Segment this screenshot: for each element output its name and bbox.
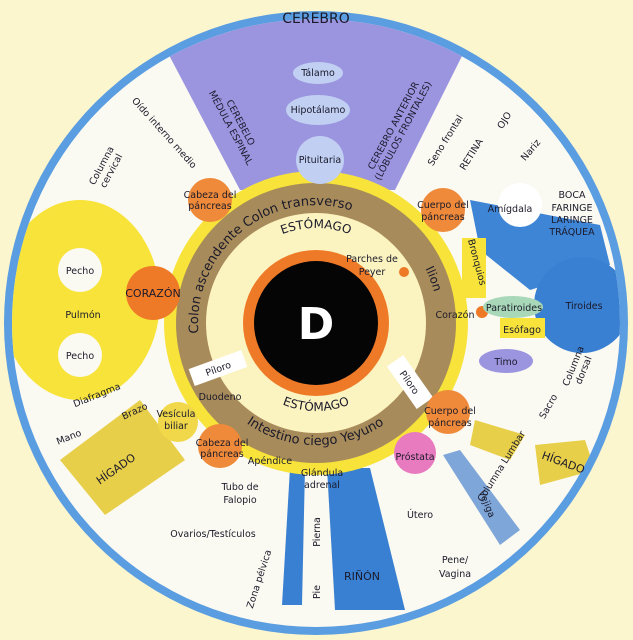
cabeza-pancreas-bot-label-2: páncreas [200, 449, 243, 460]
paratiroides-label: Paratiroides [486, 303, 542, 314]
cuerpo-pancreas-top-label: Cuerpo del [417, 200, 469, 211]
cuerpo-pancreas-top-shape [421, 188, 465, 232]
cuerpo-pancreas-bot-shape [426, 390, 470, 434]
peyer-label: Peyer [359, 267, 386, 278]
higado-left-shape [60, 400, 185, 515]
glandula-label: Glándula [301, 468, 343, 479]
faringe-label: FARINGE [552, 203, 593, 214]
pecho-bottom-shape [58, 333, 102, 377]
cuerpo-pancreas-bot-label: Cuerpo del [424, 406, 476, 417]
liver-rect [470, 420, 525, 460]
timo-shape [479, 349, 533, 373]
laringe-label: LARINGE [551, 215, 593, 226]
cuerpo-pancreas-bot-label-2: páncreas [428, 418, 471, 429]
corazon-small-label: Corazón [436, 310, 475, 321]
hipotalamo-label: Hipotálamo [291, 105, 346, 116]
tiroides-label: Tiroides [564, 301, 602, 312]
stomach-bottom-label: ESTÓMAGO [281, 394, 351, 414]
vejiga-shape [443, 450, 520, 545]
cabeza-pancreas-top-label-2: páncreas [188, 201, 231, 212]
pecho-top-label: Pecho [66, 266, 94, 277]
pulmon-label: Pulmón [65, 310, 100, 321]
piloro-right-box [386, 354, 434, 410]
esofago-rect [500, 318, 545, 338]
prostata-shape [394, 432, 436, 474]
cerebro-sector [140, 19, 490, 190]
talamo-shape [293, 62, 343, 84]
corazon-shape [126, 266, 180, 320]
vesicula-shape [158, 402, 198, 442]
boca-label: BOCA [559, 190, 586, 201]
falopio-label: Falopio [223, 495, 257, 506]
paratiroides-shape [483, 296, 543, 318]
adrenal-label: adrenal [304, 480, 340, 491]
vesicula-label: Vesícula [157, 409, 196, 420]
peyer-dot [399, 267, 409, 277]
biliar-label: biliar [164, 421, 188, 432]
cabeza-pancreas-top-label: Cabeza del [184, 190, 237, 201]
traquea-label: TRÁQUEA [548, 226, 595, 238]
utero-label: Útero [407, 509, 433, 521]
tubo-label: Tubo de [220, 482, 258, 493]
hipotalamo-shape [286, 95, 350, 125]
parches-label: Parches de [346, 254, 398, 265]
rinon-shape [327, 468, 405, 610]
tiroides-circle [534, 257, 620, 353]
cuerpo-pancreas-top-label-2: páncreas [421, 212, 464, 223]
pene-label: Pene/ [442, 555, 469, 566]
pituitaria-shape [296, 136, 344, 184]
pituitaria-label: Pituitaria [299, 155, 341, 166]
corazon-label: CORAZÓN [125, 287, 180, 300]
pecho-top-shape [58, 248, 102, 292]
cabeza-pancreas-top-shape [188, 178, 232, 222]
apendice-label: Apéndice [248, 456, 292, 467]
amigdala-label: Amígdala [488, 204, 533, 215]
cabeza-pancreas-bot-shape [198, 424, 242, 468]
vagina-label: Vagina [439, 569, 471, 580]
timo-label: Timo [493, 357, 517, 368]
piloro-left-box [188, 349, 248, 387]
amigdala-shape [498, 183, 542, 227]
bronquios-rect [462, 238, 486, 298]
center-disc [254, 261, 378, 385]
talamo-label: Tálamo [300, 68, 335, 79]
center-letter: D [298, 299, 335, 350]
duodeno-label: Duodeno [199, 392, 242, 403]
cabeza-pancreas-bot-label: Cabeza del [196, 438, 249, 449]
ovarios-label: Ovarios/Testículos [170, 529, 255, 540]
cerebro-label: CEREBRO [282, 11, 350, 27]
stomach-top-label: ESTÓMAGO [279, 216, 354, 237]
pierna-strip [282, 468, 305, 605]
pulmon-region [12, 200, 160, 400]
pierna-label: Pierna [312, 517, 323, 547]
esofago-label: Esófago [503, 325, 541, 336]
rinon-label: RIÑÓN [344, 570, 380, 583]
pie-label: Pie [312, 585, 323, 599]
prostata-label: Próstata [395, 452, 434, 463]
pecho-bottom-label: Pecho [66, 351, 94, 362]
